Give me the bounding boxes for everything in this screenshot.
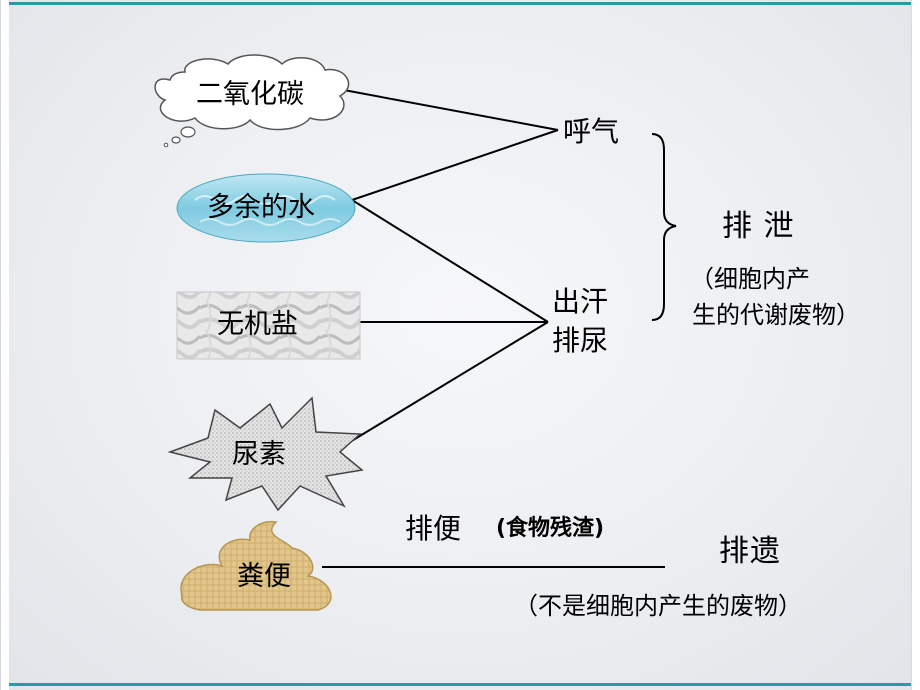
excretion-brace xyxy=(651,133,677,321)
feces-pile-shape xyxy=(180,520,332,611)
line-urea-sweat-urine xyxy=(339,321,549,449)
urea-burst-shape xyxy=(167,396,364,512)
top-frame-line xyxy=(0,2,920,5)
water-label: 多余的水 xyxy=(207,192,315,223)
right-edge-strip xyxy=(911,0,920,690)
urea-label: 尿素 xyxy=(232,439,286,470)
defecate-note: (食物残渣) xyxy=(496,516,605,541)
sweat-label: 出汗 xyxy=(552,285,609,318)
co2-cloud-shape xyxy=(154,54,350,148)
salt-rect-shape xyxy=(176,291,361,360)
water-ellipse-shape xyxy=(176,173,356,243)
excretion-label: 排 泄 xyxy=(722,209,795,244)
line-co2-breath xyxy=(332,87,559,131)
co2-label: 二氧化碳 xyxy=(196,79,304,110)
excretion-note-line2: 生的代谢废物） xyxy=(692,301,860,329)
breath-label: 呼气 xyxy=(563,115,620,148)
defecate-label: 排便 xyxy=(405,512,462,545)
salt-label: 无机盐 xyxy=(217,309,298,340)
left-edge-strip xyxy=(0,0,9,690)
line-water-sweat-urine xyxy=(351,199,549,323)
bottom-frame-line xyxy=(0,683,920,686)
excretion-note-line1: （细胞内产 xyxy=(690,265,810,293)
feces-label: 粪便 xyxy=(237,561,291,592)
line-water-breath xyxy=(351,129,559,201)
connector-lines xyxy=(322,87,677,568)
egestion-label: 排遗 xyxy=(719,534,781,569)
urine-label: 排尿 xyxy=(552,324,609,357)
egestion-note: （不是细胞内产生的废物） xyxy=(514,592,802,620)
